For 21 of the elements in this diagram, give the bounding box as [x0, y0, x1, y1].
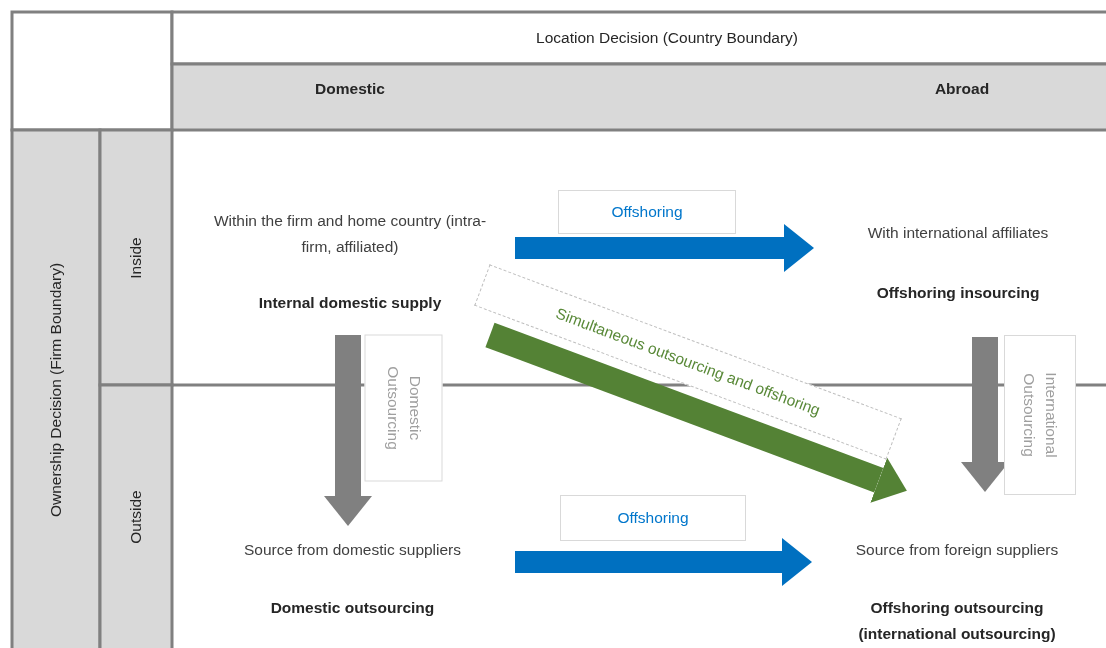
node-description: With international affiliates [867, 223, 1049, 243]
node-title: Domestic outsourcing [270, 598, 435, 618]
row-header: Outside [127, 490, 145, 544]
node-description: Source from foreign suppliers [855, 540, 1059, 560]
node-description: Within the firm and home country (intra-firm, affiliated) [212, 211, 488, 257]
edge-label: Offshoring [560, 495, 746, 541]
node-title: Offshoring outsourcing (international outsourcing) [857, 598, 1057, 644]
node-description: Source from domestic suppliers [243, 540, 462, 560]
table-heading: Location Decision (Country Boundary) [536, 29, 798, 47]
column-header: Abroad [934, 80, 990, 98]
row-header: Inside [127, 237, 145, 279]
block-arrow [515, 224, 814, 272]
node-title: Internal domestic supply [258, 293, 442, 313]
block-arrow [515, 538, 812, 586]
edge-label: Offshoring [558, 190, 736, 234]
table-heading: Ownership Decision (Firm Boundary) [47, 262, 65, 518]
edge-label: Domestic Outsourcing [364, 334, 442, 482]
block-arrow [485, 322, 907, 503]
edge-label: International Outsourcing [1004, 335, 1076, 495]
block-arrow [324, 335, 372, 526]
column-header: Domestic [315, 80, 385, 98]
